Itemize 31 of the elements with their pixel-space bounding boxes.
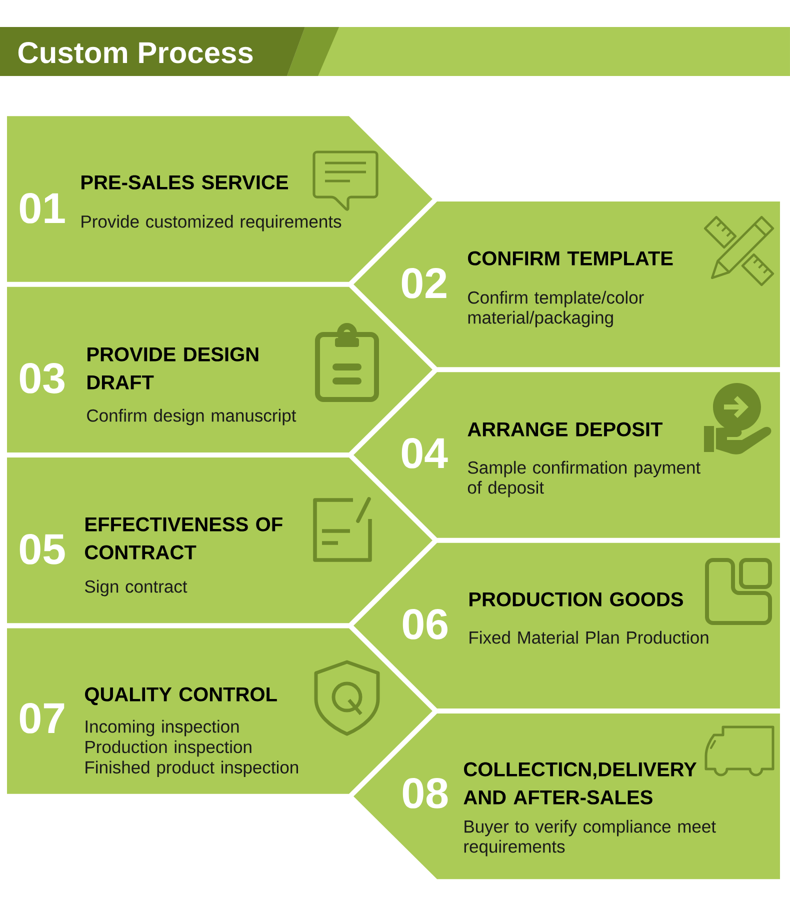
- step-number: 08: [402, 778, 448, 808]
- step-description: Fixed Material Plan Production: [470, 630, 708, 644]
- step-heading: ARRANGE DEPOSIT: [468, 422, 663, 436]
- step-number: 05: [20, 534, 65, 564]
- step-description: Production inspection: [86, 740, 252, 757]
- step-panel: [354, 542, 780, 709]
- step-description: Confirm design manuscript: [87, 408, 296, 426]
- step-description: Finished product inspection: [86, 760, 298, 778]
- step-heading: PRE-SALES SERVICE: [82, 175, 288, 190]
- step-description: Sample confirmation payment of deposit: [468, 460, 700, 498]
- step-number: 03: [20, 362, 64, 394]
- step-description: Incoming inspection: [86, 720, 239, 736]
- step-description: Sign contract: [85, 580, 188, 596]
- step-heading: EFFECTIVENESS OF CONTRACT: [85, 517, 282, 560]
- step-heading: PROVIDE DESIGN DRAFT: [88, 347, 258, 390]
- step-description: Buyer to verify compliance meet requirements: [464, 820, 716, 856]
- step-heading: QUALITY CONTROL: [85, 687, 277, 706]
- step-description: Confirm template/color material/packaging: [468, 290, 644, 328]
- step-number: 07: [20, 702, 64, 734]
- step-heading: COLLECTICN,DELIVERY AND AFTER-SALES: [464, 762, 697, 804]
- step-description: Provide customized requirements: [82, 214, 342, 232]
- step-panel: [354, 714, 780, 880]
- title-banner: Custom Process: [0, 27, 305, 76]
- step-panel: [354, 202, 780, 368]
- step-number: 06: [402, 608, 448, 640]
- step-panel: [354, 372, 780, 538]
- step-number: 02: [402, 268, 446, 298]
- step-number: 01: [20, 192, 65, 224]
- step-heading: PRODUCTION GOODS: [470, 592, 683, 606]
- step-number: 04: [402, 438, 448, 468]
- step-heading: CONFIRM TEMPLATE: [468, 251, 673, 266]
